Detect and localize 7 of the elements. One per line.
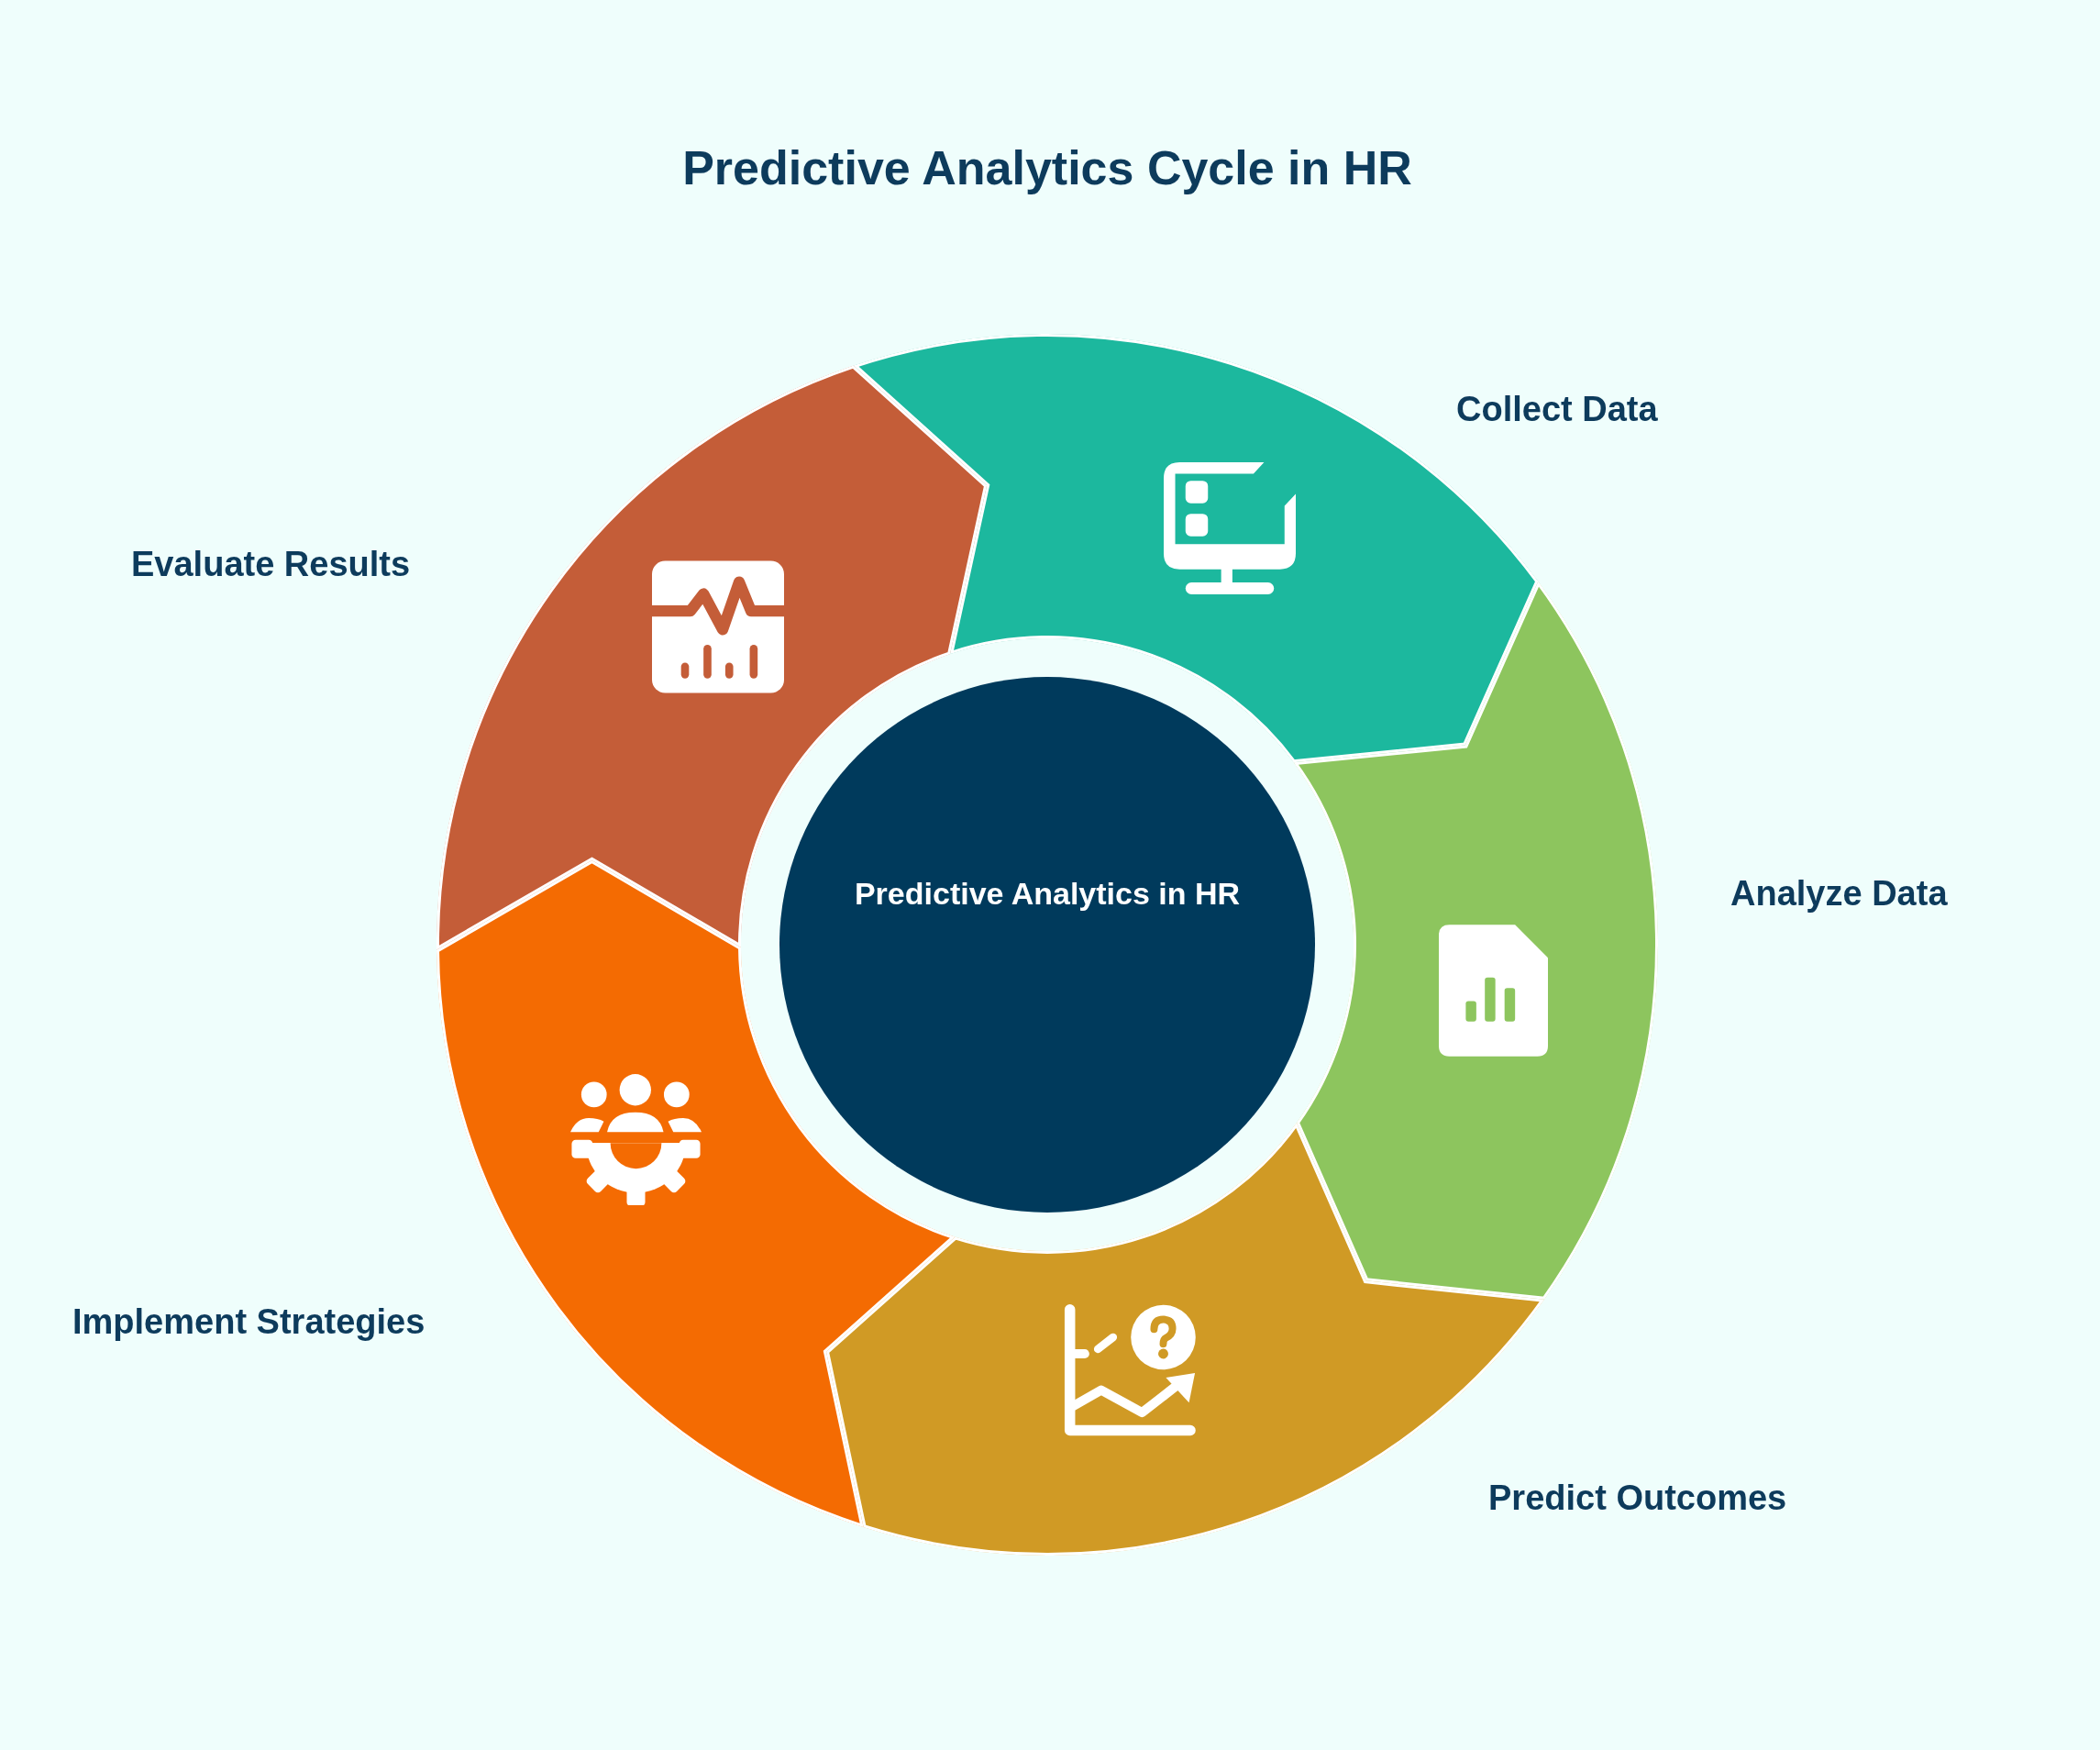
step-label: Implement Strategies <box>72 1301 426 1342</box>
step-label: Predict Outcomes <box>1488 1478 1787 1518</box>
center-label: Predictive Analytics in HR <box>854 875 1241 912</box>
step-label: Analyze Data <box>1730 873 1948 914</box>
step-label: Collect Data <box>1456 389 1658 429</box>
diagram-title: Predictive Analytics Cycle in HR <box>682 140 1412 196</box>
step-label: Evaluate Results <box>131 544 411 584</box>
